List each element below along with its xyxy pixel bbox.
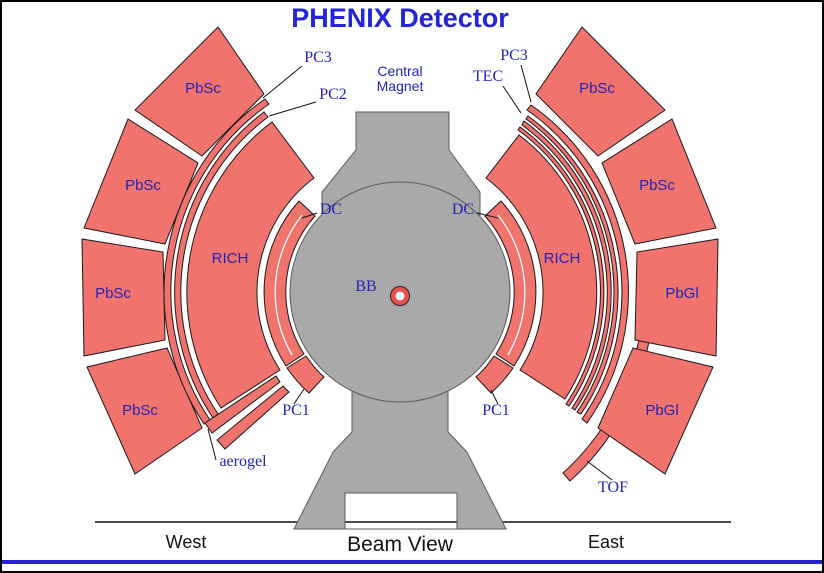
footer-east-label: East (588, 532, 624, 552)
diagram-title: PHENIX Detector (291, 3, 509, 33)
east-pbgl-label-2: PbGl (645, 402, 678, 419)
east-tec-plane-3 (525, 115, 619, 415)
west-pbsc-sector-3 (81, 238, 166, 357)
east-dc-arc (484, 200, 537, 367)
west-pbsc-label-1: PbSc (185, 80, 221, 97)
west-aerogel-strip-2 (204, 375, 281, 434)
east-pbsc-label-2: PbSc (639, 177, 675, 194)
west-pbsc-label-4: PbSc (122, 402, 158, 419)
east-pbgl-sector-2 (597, 347, 714, 475)
east-pbsc-sector-2 (601, 118, 717, 245)
east-tec-plane-2 (521, 120, 612, 411)
west-dc-arc (263, 200, 316, 367)
central-magnet-label-line2: Magnet (377, 78, 424, 94)
bb-counter-inner (395, 291, 405, 301)
west-pc1-label: PC1 (282, 402, 310, 419)
west-pbsc-sector-1 (134, 26, 265, 157)
west-pc3-label: PC3 (304, 49, 332, 66)
west-pc2-label: PC2 (319, 86, 347, 103)
west-aerogel-strip-1 (216, 385, 290, 450)
east-tec-label: TEC (473, 68, 503, 85)
footer-west-label: West (166, 532, 207, 552)
central-magnet-label-line1: Central (377, 63, 422, 79)
aerogel-pointer-line (207, 428, 217, 461)
east-tec-pointer-line (502, 85, 522, 114)
east-dc-pointer-line (476, 212, 499, 219)
east-dc-label: DC (452, 201, 474, 218)
east-pbsc-label-1: PbSc (579, 80, 615, 97)
west-pbsc-label-3: PbSc (95, 285, 131, 302)
east-pbgl-sector-1 (634, 238, 719, 357)
west-pbsc-label-2: PbSc (125, 177, 161, 194)
east-tec-plane-1 (517, 126, 605, 407)
east-pc1-label: PC1 (482, 402, 510, 419)
west-pc3-arc (163, 98, 270, 425)
east-pc3-label: PC3 (500, 47, 528, 64)
west-pc1-pointer-line (293, 388, 305, 405)
central-magnet-pedestal (293, 389, 507, 530)
west-pc2-arc (174, 111, 269, 419)
east-dc-divider-line (497, 214, 526, 356)
aerogel-label: aerogel (219, 453, 267, 470)
west-rich-label: RICH (212, 250, 249, 267)
east-rich-label: RICH (544, 250, 581, 267)
footer-beam-view-label: Beam View (347, 533, 454, 556)
west-dc-pointer-line (301, 212, 318, 219)
east-rich-wedge (485, 134, 598, 400)
west-dc-divider-line (274, 214, 303, 356)
west-rich-wedge (186, 121, 315, 409)
east-pc3-pointer-line (520, 64, 532, 103)
east-pc1-pointer-line (490, 389, 499, 405)
bottom-blue-rule (2, 560, 822, 564)
west-pc3-pointer-line (262, 65, 303, 99)
east-pc1-arc (475, 355, 514, 394)
east-pc3-arc (526, 104, 629, 424)
east-tof-label: TOF (598, 479, 628, 496)
bb-label: BB (355, 278, 376, 295)
west-dc-label: DC (320, 201, 342, 218)
east-pbsc-sector-1 (535, 26, 666, 157)
east-tof-pointer-line (586, 460, 613, 481)
west-pc2-pointer-line (268, 101, 317, 117)
east-pbgl-label-1: PbGl (665, 285, 698, 302)
west-pc1-arc (286, 355, 325, 394)
